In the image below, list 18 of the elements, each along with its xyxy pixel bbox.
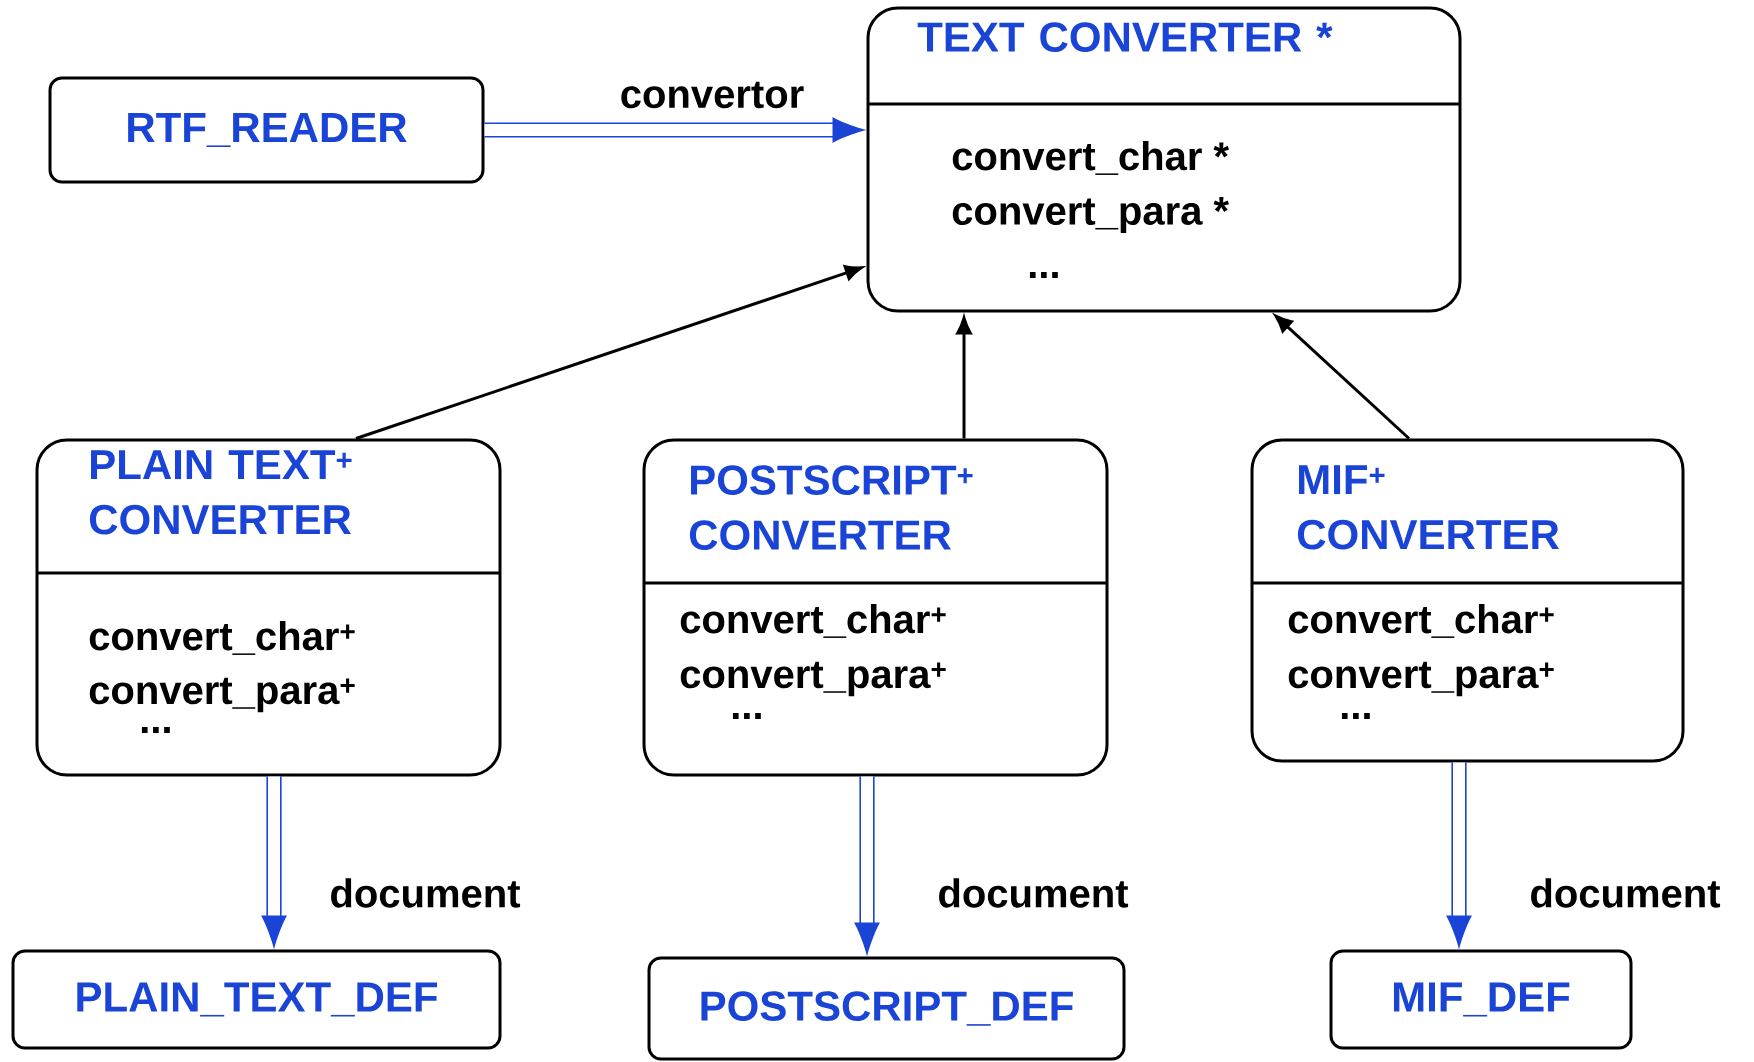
edge-label: convertor xyxy=(618,80,806,110)
class-box: MIF_DEF xyxy=(1329,949,1633,1050)
arrow xyxy=(484,117,865,143)
class-box: RTF_READER xyxy=(48,76,485,184)
class-box: POSTSCRIPT_DEF xyxy=(647,956,1126,1061)
class-box: PLAIN TEXT$^{+}$ CONVERTER convert_char$^{+}$ convert_para$^{+}$ ... xyxy=(35,438,502,777)
edge-label: document xyxy=(936,877,1130,909)
arrow xyxy=(956,316,972,439)
arrow xyxy=(261,776,287,948)
arrow xyxy=(1274,314,1411,440)
edge-label: document xyxy=(328,877,522,909)
class-box: TEXT CONVERTER * convert_char * convert_para * ... xyxy=(866,6,1462,313)
arrow xyxy=(1446,762,1472,948)
class-box: MIF$^{+}$ CONVERTER convert_char$^{+}$ convert_para$^{+}$ ... xyxy=(1250,438,1685,763)
class-box: PLAIN_TEXT_DEF xyxy=(11,949,502,1050)
arrow xyxy=(854,776,880,955)
class-box: POSTSCRIPT$^{+}$ CONVERTER convert_char$^{+}$ convert_para$^{+}$ ... xyxy=(642,438,1109,777)
edge-label: document xyxy=(1528,877,1722,909)
